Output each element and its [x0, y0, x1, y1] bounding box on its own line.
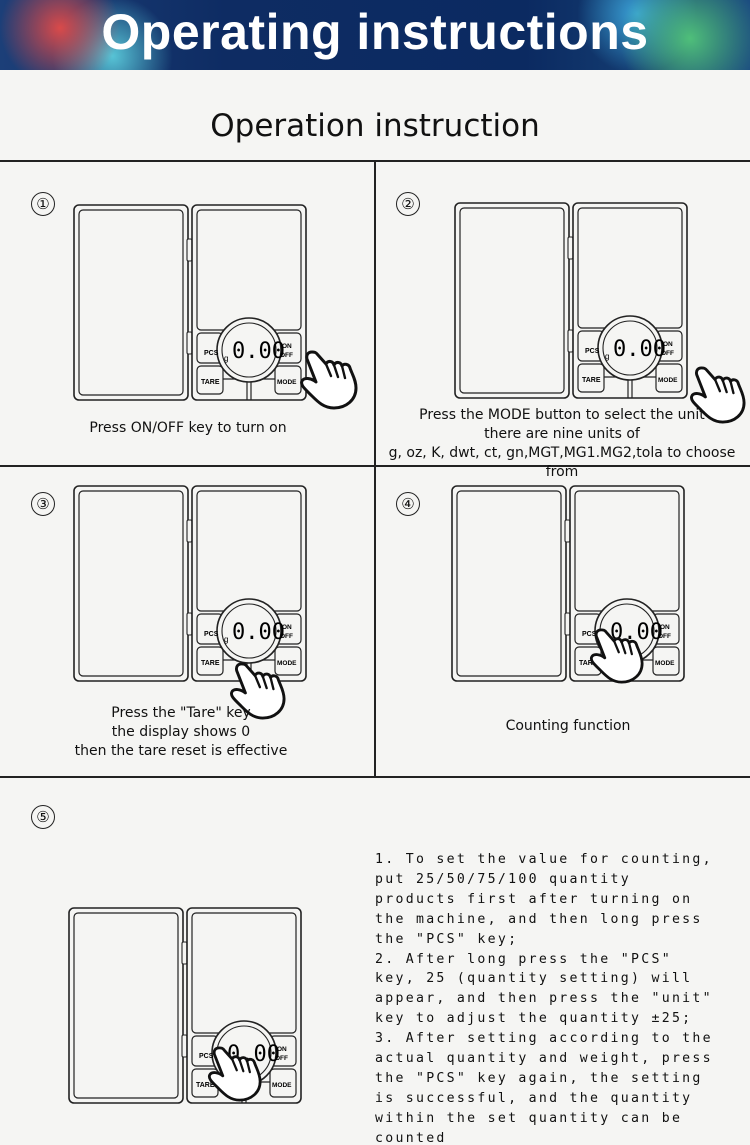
step-5-badge: ⑤ — [31, 805, 55, 829]
step-3-badge: ③ — [31, 492, 55, 516]
pcs-key-label: PCS — [585, 348, 600, 355]
divider — [0, 776, 750, 778]
step-2-caption: Press the MODE button to select the unit… — [388, 407, 736, 480]
on-key-label: ON — [282, 624, 292, 631]
tare-key-label: TARE — [196, 1082, 215, 1089]
scale-illustration-4: PCS ON OFF TARE MODE g 0.00 — [451, 485, 691, 690]
unit-label: g — [605, 352, 609, 361]
display-reading: 0.00 — [232, 620, 285, 645]
instruction-paragraph: 1. To set the value for counting, put 25… — [375, 852, 713, 947]
pointing-hand-icon — [588, 628, 644, 689]
display-reading: 0.00 — [232, 339, 285, 364]
off-key-label: OFF — [275, 1055, 288, 1062]
off-key-label: OFF — [658, 633, 671, 640]
step-1-caption: Press ON/OFF key to turn on — [89, 420, 287, 436]
counting-instructions: 1. To set the value for counting, put 25… — [375, 850, 715, 1145]
scale-illustration-3: PCS ON OFF TARE MODE g 0.00 — [73, 485, 313, 690]
step-4-caption: Counting function — [505, 718, 631, 734]
mode-key-label: MODE — [277, 379, 297, 386]
pointing-hand-icon — [206, 1046, 262, 1107]
pointing-hand-icon — [298, 350, 358, 415]
tare-key-label: TARE — [579, 660, 598, 667]
unit-label: g — [224, 635, 228, 644]
scale-illustration-5: PCS ON OFF TARE MODE g 0.00 — [68, 907, 308, 1112]
step-2-badge: ② — [396, 192, 420, 216]
mode-key-label: MODE — [272, 1082, 292, 1089]
scale-illustration-1: PCS ON OFF TARE MODE g 0.00 — [73, 204, 313, 409]
pcs-key-label: PCS — [582, 631, 597, 638]
unit-label: g — [224, 354, 228, 363]
off-key-label: OFF — [661, 350, 674, 357]
pcs-key-label: PCS — [199, 1053, 214, 1060]
mode-key-label: MODE — [658, 377, 678, 384]
mode-key-label: MODE — [655, 660, 675, 667]
divider — [374, 160, 376, 777]
display-reading: 0.00 — [613, 337, 666, 362]
mode-key-label: MODE — [277, 660, 297, 667]
tare-key-label: TARE — [582, 377, 601, 384]
instruction-paragraph: 3. After setting according to the actual… — [375, 1031, 713, 1145]
off-key-label: OFF — [280, 352, 293, 359]
pcs-key-label: PCS — [204, 631, 219, 638]
scale-illustration-2: PCS ON OFF TARE MODE g 0.00 — [454, 202, 694, 407]
step-1-badge: ① — [31, 192, 55, 216]
step-4-badge: ④ — [396, 492, 420, 516]
page-title: Operating instructions — [101, 4, 649, 60]
off-key-label: OFF — [280, 633, 293, 640]
on-key-label: ON — [660, 624, 670, 631]
step-3-caption: Press the "Tare" key the display shows 0… — [74, 705, 288, 759]
on-key-label: ON — [663, 341, 673, 348]
pcs-key-label: PCS — [204, 350, 219, 357]
on-key-label: ON — [277, 1046, 287, 1053]
page-subtitle: Operation instruction — [210, 108, 540, 144]
header-banner: Operating instructions — [0, 0, 750, 70]
on-key-label: ON — [282, 343, 292, 350]
tare-key-label: TARE — [201, 660, 220, 667]
tare-key-label: TARE — [201, 379, 220, 386]
instruction-paragraph: 2. After long press the "PCS" key, 25 (q… — [375, 951, 713, 1027]
